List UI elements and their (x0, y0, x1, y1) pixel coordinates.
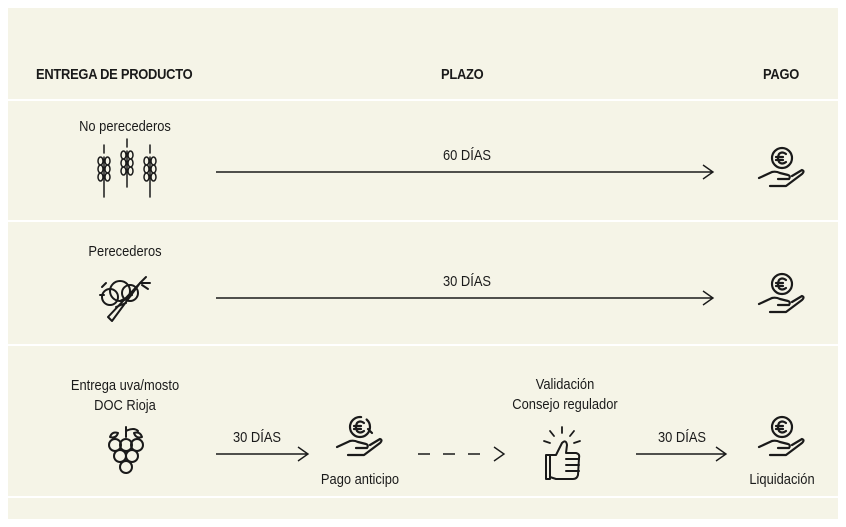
separator (8, 99, 838, 101)
product-label: No perecederos (79, 118, 171, 135)
term-label: 30 DÍAS (233, 429, 282, 446)
term-label: 30 DÍAS (658, 429, 707, 446)
vegetables-icon (99, 276, 151, 322)
hand-coin-euro-icon (757, 415, 805, 457)
arrow-right-icon (216, 290, 715, 306)
separator (8, 220, 838, 222)
wheat-icon (97, 138, 157, 198)
payment-terms-panel (8, 8, 838, 519)
hand-coin-euro-icon (757, 146, 805, 188)
grapes-icon (108, 426, 144, 474)
product-label-line1: Entrega uva/mosto (70, 377, 180, 394)
header-payment: PAGO (763, 66, 799, 83)
arrow-right-icon (216, 446, 310, 462)
validation-label-line1: Validación (535, 376, 595, 393)
separator (8, 344, 838, 346)
product-label: Perecederos (88, 243, 162, 260)
term-label: 60 DÍAS (443, 147, 492, 164)
dashed-arrow-right-icon (418, 446, 506, 462)
settlement-label: Liquidación (749, 471, 815, 488)
term-label: 30 DÍAS (443, 273, 492, 290)
hand-coin-euro-icon (757, 272, 805, 314)
arrow-right-icon (216, 164, 715, 180)
product-label-line2: DOC Rioja (94, 397, 156, 414)
thumbs-up-icon (543, 426, 581, 480)
validation-label-line2: Consejo regulador (512, 396, 618, 413)
arrow-right-icon (636, 446, 728, 462)
advance-payment-label: Pago anticipo (320, 471, 400, 488)
header-term: PLAZO (441, 66, 484, 83)
header-product: ENTREGA DE PRODUCTO (36, 66, 193, 83)
separator (8, 496, 838, 498)
hand-coin-euro-icon (335, 415, 383, 457)
